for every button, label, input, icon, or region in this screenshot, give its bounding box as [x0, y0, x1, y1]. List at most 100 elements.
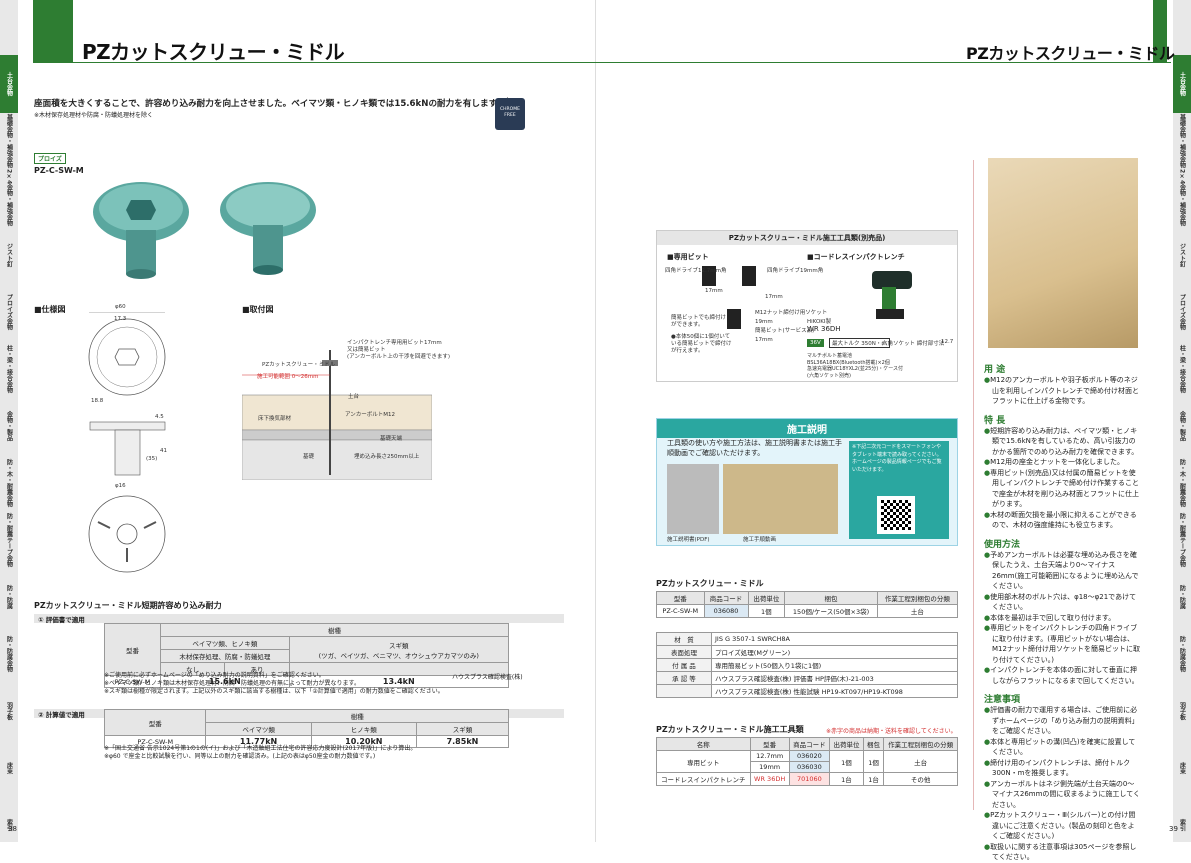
bullet-icon: ●: [984, 613, 991, 622]
bullet-icon: ●: [984, 458, 991, 466]
tab-0[interactable]: 土台金物: [0, 55, 18, 113]
tab-label: 土台金物: [1178, 72, 1186, 96]
tab-label: 防・耐震テープ金物: [1178, 513, 1186, 567]
tab-4[interactable]: プロイズ金物: [0, 283, 18, 341]
tab-10[interactable]: 防・防腐金物: [1173, 625, 1191, 683]
method-title: 使用方法: [984, 539, 1021, 550]
tab-label: 防・木・耐震金物: [1178, 459, 1186, 507]
install-label-2: PZカットスクリュー・ミドル: [262, 362, 336, 368]
bit-label-2: 四角ドライブ19mm角: [767, 268, 824, 274]
list-item: ●取扱いに関する注意事項は305ページを参照してください。: [984, 842, 1140, 863]
brand-label: プロイズ: [34, 153, 66, 164]
spec-h-4: 作業工程別梱包の分類: [876, 591, 959, 605]
list-item: ●評価書の耐力で運用する場合は、ご使用前に必ずホームページの「めり込み耐力の説明…: [984, 705, 1140, 737]
list-item-text: 使用部木材のボルト穴は、φ18〜φ21であけてください。: [990, 592, 1137, 612]
page-number-left: 38: [8, 825, 17, 833]
lead-text: 座面積を大きくすることで、許容めり込み耐力を向上させました。ベイマツ類・ヒノキ類…: [34, 98, 510, 109]
tab-13[interactable]: 索引: [0, 796, 18, 842]
tab-11[interactable]: 羽子板: [1173, 682, 1191, 740]
tool-r2-5: その他: [883, 772, 958, 786]
tab-8[interactable]: 防・耐震テープ金物: [1173, 511, 1191, 569]
tab-7[interactable]: 防・木・耐震金物: [1173, 454, 1191, 512]
tab-12[interactable]: 床束: [1173, 739, 1191, 797]
tool-h-0: 名称: [656, 737, 751, 751]
tab-label: プロイズ金物: [1178, 294, 1186, 330]
install-label-9: 埋め込み長さ250mm以上: [354, 454, 420, 460]
howto-pdf-thumb[interactable]: [667, 464, 719, 534]
tab-label: 金物・製品: [5, 411, 13, 441]
tab-1[interactable]: 基礎金物・補強金物: [0, 112, 18, 170]
title-rule: [33, 62, 596, 63]
spec-c-4: 土台: [876, 604, 959, 618]
install-label-5: 床下換気部材: [258, 416, 292, 422]
t2-v2: 10.20kN: [310, 735, 417, 748]
right-column-rule: [973, 160, 974, 810]
spec-table-title: PZカットスクリュー・ミドル: [656, 579, 764, 588]
material-key: 付 属 品: [656, 658, 712, 672]
tab-3[interactable]: ジスト釘: [1173, 226, 1191, 284]
tab-label: 基礎金物・補強金物: [5, 114, 13, 168]
install-label-4: 土台: [348, 394, 360, 400]
tab-13[interactable]: 索引: [1173, 796, 1191, 842]
howto-video-thumb[interactable]: [723, 464, 838, 534]
t1-h-b: スギ類(ツガ、ベイツガ、ベニマツ、オウシュウアカマツのみ): [288, 636, 510, 663]
tab-6[interactable]: 金物・製品: [1173, 397, 1191, 455]
t2-v3: 7.85kN: [415, 735, 510, 748]
howto-text: 工具類の使い方や施工方法は、施工説明書または施工手順動画でご確認いただけます。: [667, 439, 842, 457]
list-item-text: インパクトレンチを本体の面に対して垂直に押しながらフラットになるまで回してくださ…: [990, 666, 1139, 685]
bit-note-1: 簡易ビットでも締付けができます。: [671, 315, 727, 328]
dim-d60: φ60: [115, 304, 126, 310]
tool-r2-4: 1台: [862, 772, 885, 786]
bullet-icon: ●: [984, 468, 991, 477]
t2-h-a: ベイマツ類: [205, 722, 312, 736]
material-value: 専用簡易ビット(50個入り1袋に1個): [711, 658, 958, 672]
tab-0[interactable]: 土台金物: [1173, 55, 1191, 113]
tab-5[interactable]: 柱・梁・接合金物: [0, 340, 18, 398]
tool-r0-4: 1個: [862, 750, 885, 773]
feat-title: 特 長: [984, 415, 1006, 426]
tab-4[interactable]: プロイズ金物: [1173, 283, 1191, 341]
tab-7[interactable]: 防・木・耐震金物: [0, 454, 18, 512]
spec-title: ■仕様図: [34, 305, 66, 314]
tab-2[interactable]: 2×4金物・補強金物: [0, 169, 18, 227]
tab-label: ジスト釘: [1178, 243, 1186, 267]
t1-h-yes: あり: [224, 662, 290, 676]
spec-h-2: 出荷単位: [747, 591, 786, 605]
tab-2[interactable]: 2×4金物・補強金物: [1173, 169, 1191, 227]
install-title: ■取付図: [242, 305, 274, 314]
tab-label: 羽子板: [5, 702, 13, 720]
tab-5[interactable]: 柱・梁・接合金物: [1173, 340, 1191, 398]
tab-9[interactable]: 防・防腐: [1173, 568, 1191, 626]
tool-r1-1: 19mm: [749, 761, 790, 773]
tab-3[interactable]: ジスト釘: [0, 226, 18, 284]
list-item-text: 専用ビットをインパクトレンチの四角ドライブに取り付けます。(専用ビットがない場合…: [990, 624, 1140, 664]
tab-6[interactable]: 金物・製品: [0, 397, 18, 455]
list-item: ●木材の断面欠損を最小限に抑えることができるので、木材の強度維持にも役立ちます。: [984, 510, 1140, 531]
tab-9[interactable]: 防・防腐: [0, 568, 18, 626]
bit-label-3: 17mm: [705, 288, 723, 294]
tab-label: 防・防腐金物: [5, 636, 13, 672]
tab-12[interactable]: 床束: [0, 739, 18, 797]
tab-10[interactable]: 防・防腐金物: [0, 625, 18, 683]
tool-h-5: 作業工程別梱包の分類: [883, 737, 958, 751]
tab-1[interactable]: 基礎金物・補強金物: [1173, 112, 1191, 170]
tool-r2-3: 1台: [829, 772, 864, 786]
list-item: ●アンカーボルトはネジ側先端が土台天端の0〜マイナス26mmの間に収まるように施…: [984, 779, 1140, 811]
wrench-badge-volt: 36V: [807, 339, 824, 347]
tab-label: 床束: [1178, 762, 1186, 774]
bit-title: ■専用ビット: [667, 253, 709, 261]
tab-11[interactable]: 羽子板: [0, 682, 18, 740]
tab-label: ジスト釘: [5, 243, 13, 267]
page-title: PZカットスクリュー・ミドル: [82, 40, 345, 64]
bullet-icon: ●: [984, 376, 991, 384]
tool-r0-1: 12.7mm: [749, 750, 790, 762]
tab-label: 2×4金物・補強金物: [5, 169, 13, 227]
t1-h-species: 樹種: [160, 623, 509, 637]
list-item: ●M12のアンカーボルトや羽子板ボルト等のネジ山を利用しインパクトレンチで締め付…: [984, 375, 1140, 407]
dim-d16: φ16: [115, 483, 126, 489]
tab-8[interactable]: 防・耐震テープ金物: [0, 511, 18, 569]
bit-label-4: 17mm: [765, 294, 783, 300]
qr-code-icon[interactable]: [877, 496, 915, 534]
list-item-text: 評価書の耐力で運用する場合は、ご使用前に必ずホームページの「めり込み耐力の説明資…: [990, 706, 1139, 735]
list-item: ●締付け用のインパクトレンチは、締付トルク300N・mを推奨します。: [984, 758, 1140, 779]
